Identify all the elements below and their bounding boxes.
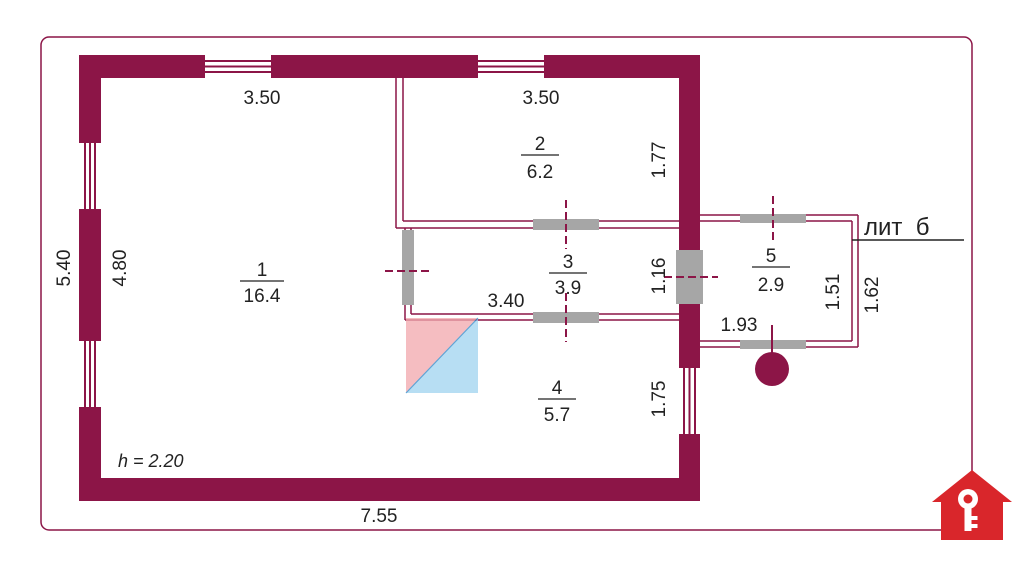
svg-text:2: 2 [535,134,546,155]
annex-label: лит б [864,214,929,241]
room-5-label: 5 2.9 [752,246,790,296]
window-icon [79,143,101,209]
door-icon [385,230,432,305]
svg-text:4: 4 [552,378,563,399]
svg-text:16.4: 16.4 [244,286,281,307]
dim-room5-right-outer: 1.62 [862,277,883,314]
partitions [395,78,679,321]
ceiling-height: h = 2.20 [118,451,184,471]
door-icon [740,325,806,386]
window-icon [79,341,101,407]
door-icon [740,196,806,240]
window-icon [478,55,544,78]
svg-text:1: 1 [257,260,268,281]
room-3-label: 3 3.9 [549,252,587,299]
dim-room5-right-inner: 1.51 [823,274,844,311]
door-icon [664,250,718,304]
svg-text:5.7: 5.7 [544,405,570,426]
window-icon [679,368,700,434]
svg-text:3.9: 3.9 [555,278,581,299]
door-icon [533,293,599,342]
svg-text:6.2: 6.2 [527,162,553,183]
dim-top-left: 3.50 [244,88,281,109]
dim-room3-right: 1.16 [649,258,670,295]
room-2-label: 2 6.2 [521,134,559,183]
room-1-label: 1 16.4 [240,260,284,307]
door-icon [533,200,599,249]
logo-house-key-icon [932,470,1012,540]
dim-inner-left: 4.80 [110,250,131,287]
svg-text:5: 5 [766,246,777,267]
dim-bottom: 7.55 [361,506,398,527]
dim-top-right: 3.50 [523,88,560,109]
main-walls [79,55,700,501]
svg-text:3: 3 [563,252,574,273]
svg-text:2.9: 2.9 [758,275,784,296]
dim-room3-bottom: 3.40 [488,291,525,312]
site-boundary [40,36,973,531]
watermark [405,317,479,394]
dim-room2-right: 1.77 [649,142,670,179]
dim-room4-right: 1.75 [649,381,670,418]
dim-outer-left: 5.40 [54,250,75,287]
dim-room5-bottom: 1.93 [721,315,758,336]
room-4-label: 4 5.7 [538,378,576,426]
window-icon [205,55,271,78]
